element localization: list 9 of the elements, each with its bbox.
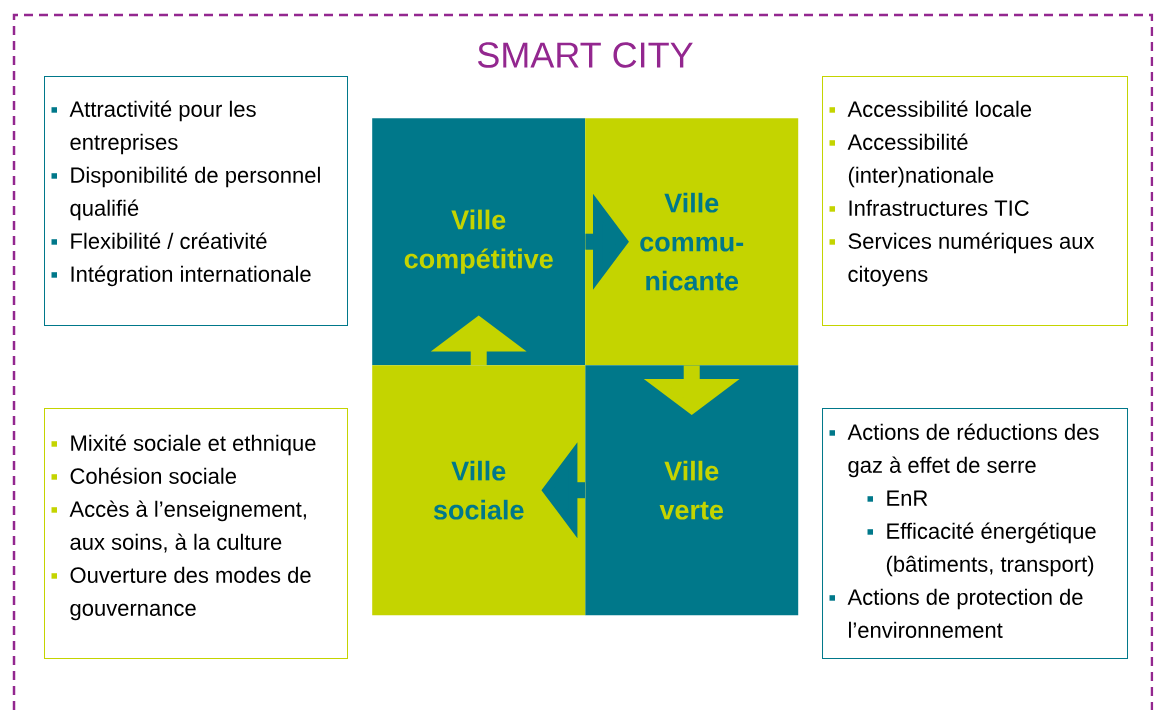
text-box: Accessibilité locale Accessibilité (inter)nationale Infrastructures TIC Services numériques aux citoyens: [822, 76, 1128, 326]
title: SMART CITY: [477, 42, 693, 68]
text-box: Attractivité pour les entreprises Disponibilité de personnel qualifié Flexibilité / créativité Intégration internationale: [44, 76, 348, 326]
city-square: Ville sociale: [372, 365, 586, 616]
text-box: Mixité sociale et ethnique Cohésion sociale Accès à l’enseignement, aux soins, à la culture Ouverture des modes de gouvernance: [44, 408, 348, 659]
text-box: Actions de réductions des gaz à effet de serre EnR Efficacité énergétique (bâtiments, transport) Actions de protection de l’environnement: [822, 408, 1128, 659]
city-square: Ville verte: [585, 365, 799, 616]
city-square: Ville commu-nicante: [585, 118, 799, 366]
city-square: Ville compétitive: [372, 118, 586, 366]
